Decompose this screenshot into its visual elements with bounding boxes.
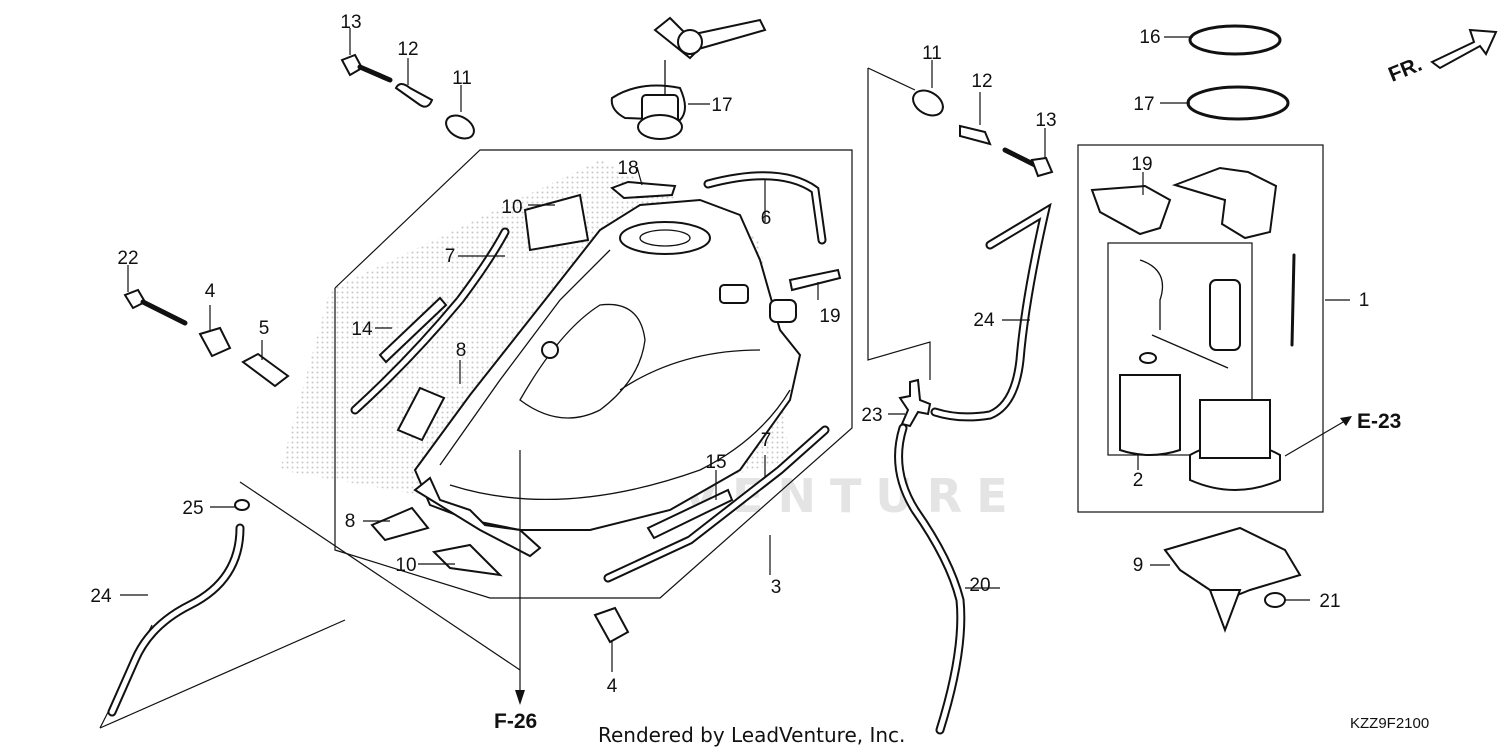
callout-3[interactable]: 3 xyxy=(771,577,782,598)
callout-25[interactable]: 25 xyxy=(182,498,203,519)
drawing-code: KZZ9F2100 xyxy=(1350,715,1429,732)
callout-19[interactable]: 19 xyxy=(819,306,840,327)
bolt-middle-left xyxy=(123,288,290,388)
callout-13[interactable]: 13 xyxy=(1035,110,1056,131)
callout-11[interactable]: 11 xyxy=(922,43,942,64)
ignition-key-fuel-cap xyxy=(610,16,767,140)
callout-24[interactable]: 24 xyxy=(973,310,995,331)
callout-7[interactable]: 7 xyxy=(445,246,456,267)
grommet-bottom xyxy=(593,606,630,644)
front-marker-label: FR. xyxy=(1385,53,1425,87)
callout-leaders xyxy=(120,28,1350,672)
bolt-upper-right xyxy=(912,89,1054,178)
callout-7[interactable]: 7 xyxy=(761,430,772,451)
callout-6[interactable]: 6 xyxy=(761,208,772,229)
callout-17[interactable]: 17 xyxy=(1133,94,1154,115)
callout-23[interactable]: 23 xyxy=(861,405,882,426)
callout-10[interactable]: 10 xyxy=(395,555,416,576)
tank-assembly-frame xyxy=(334,67,931,599)
pump-assembly-frame xyxy=(1077,144,1324,513)
callout-16[interactable]: 16 xyxy=(1139,27,1160,48)
fuel-tank xyxy=(413,198,802,558)
callout-21[interactable]: 21 xyxy=(1319,591,1340,612)
tank-strips xyxy=(350,171,842,583)
callout-12[interactable]: 12 xyxy=(397,39,418,60)
ref-leader-e23 xyxy=(1284,417,1351,457)
reference-e23[interactable]: E-23 xyxy=(1357,410,1401,433)
callout-20[interactable]: 20 xyxy=(969,575,990,596)
front-arrow-icon xyxy=(1430,28,1498,70)
callout-10[interactable]: 10 xyxy=(501,197,522,218)
callout-2[interactable]: 2 xyxy=(1133,470,1144,491)
callout-12[interactable]: 12 xyxy=(971,71,992,92)
callout-17[interactable]: 17 xyxy=(711,95,732,116)
callout-22[interactable]: 22 xyxy=(117,248,138,269)
ref-arrow-f26 xyxy=(515,690,525,705)
callout-8[interactable]: 8 xyxy=(345,511,356,532)
callout-9[interactable]: 9 xyxy=(1133,555,1144,576)
fuel-pump-assembly xyxy=(1090,24,1302,633)
callout-14[interactable]: 14 xyxy=(351,319,373,340)
callout-18[interactable]: 18 xyxy=(617,158,638,179)
fuel-hoses xyxy=(107,202,1052,735)
callout-15[interactable]: 15 xyxy=(705,452,726,473)
lower-hose-frame xyxy=(99,481,521,729)
bolt-upper-left xyxy=(340,53,475,140)
reference-f26[interactable]: F-26 xyxy=(494,710,537,733)
credit-text: Rendered by LeadVenture, Inc. xyxy=(598,723,905,747)
callout-8[interactable]: 8 xyxy=(456,340,467,361)
callout-24[interactable]: 24 xyxy=(90,586,112,607)
callout-4[interactable]: 4 xyxy=(205,281,216,302)
ref-arrow-e23 xyxy=(1340,416,1352,426)
callout-13[interactable]: 13 xyxy=(340,12,361,33)
callout-1[interactable]: 1 xyxy=(1359,290,1370,311)
callout-5[interactable]: 5 xyxy=(259,318,270,339)
callout-19[interactable]: 19 xyxy=(1131,154,1152,175)
callout-4[interactable]: 4 xyxy=(607,676,618,697)
callout-11[interactable]: 11 xyxy=(452,68,472,89)
